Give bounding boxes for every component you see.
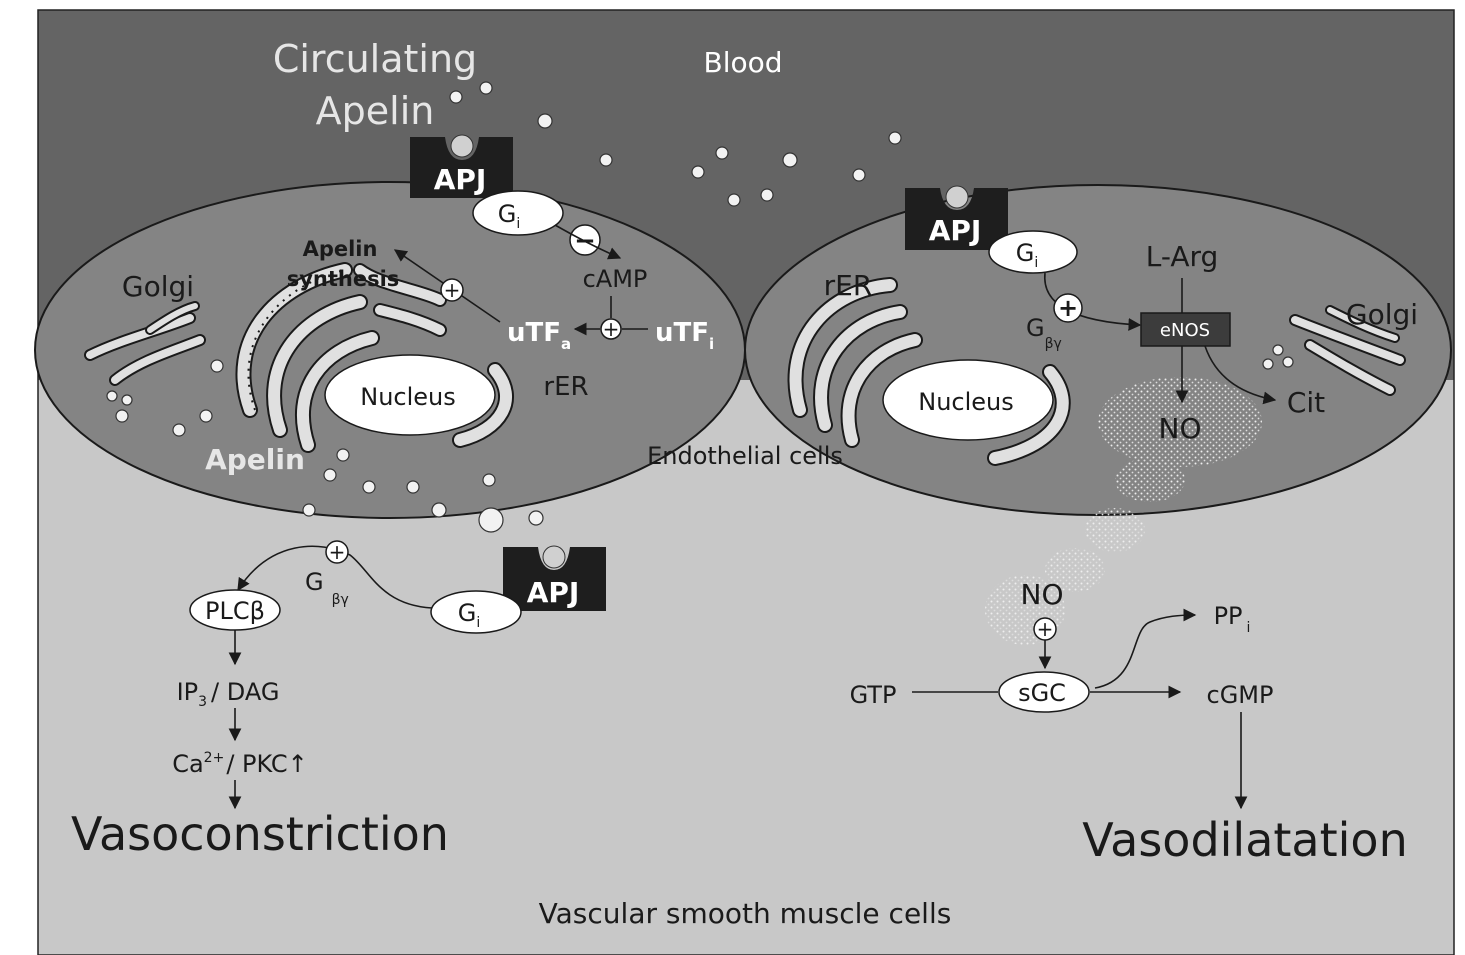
vsmc-plus-circle [325,540,349,564]
left-endothelial-cell [34,181,746,519]
right-gby-plus-circle [1053,293,1083,323]
sgc-label: sGC [1018,679,1066,707]
right-rer-label: rER [824,269,873,302]
vsmc-apj-label: APJ [527,576,580,609]
left-cell-vesicles [106,359,544,533]
vsmc-no-label: NO [1021,578,1064,611]
right-gby-label: Gβγ [1026,314,1062,352]
left-golgi-label: Golgi [122,270,194,303]
left-gi-oval [472,190,564,236]
left-apj-label: APJ [434,163,487,196]
circulating-apelin-vesicles [449,81,902,207]
right-endothelial-cell [744,184,1452,516]
right-rer-shape [787,277,1071,466]
right-golgi-label: Golgi [1346,298,1418,331]
ip3-dag-label: IP3/ DAG [177,678,280,710]
larg-label: L-Arg [1146,240,1219,273]
apelin-synthesis-line1: Apelin [303,237,378,261]
left-apelin-label: Apelin [205,443,305,476]
sgc-plus-sign: + [1037,617,1054,641]
enos-label: eNOS [1160,320,1210,341]
vsmc-plus-sign: + [329,540,346,564]
right-apj-label: APJ [929,214,982,247]
no-diffusion-cloud [985,377,1262,645]
right-nucleus-label: Nucleus [918,388,1014,416]
plcb-label: PLCβ [205,597,265,625]
right-cell-vesicles [1262,344,1294,370]
left-golgi-shape [84,301,206,386]
sgc-oval [998,671,1090,713]
right-gi-oval [988,230,1078,274]
cit-label: Cit [1287,386,1325,419]
left-camp-label: cAMP [583,265,648,293]
right-gby-plus-sign: + [1058,294,1078,322]
vasoconstriction-label: Vasoconstriction [71,807,449,861]
left-nucleus [324,354,496,436]
cgmp-label: cGMP [1207,681,1274,709]
right-apj-receptor [905,185,1008,250]
vasodilatation-label: Vasodilatation [1082,813,1407,867]
apelin-synthesis-line2: synthesis [287,267,400,291]
left-rer-label: rER [543,372,588,402]
circulating-apelin-line2: Apelin [316,89,435,133]
endothelial-no-label: NO [1159,412,1202,445]
circulating-apelin-line1: Circulating [273,37,477,81]
vsmc-apj-receptor [503,545,606,611]
enos-box [1140,312,1231,347]
vsmc-gi-label: Gi [458,599,481,631]
left-synthesis-plus-sign: + [444,278,461,302]
right-nucleus [882,359,1054,441]
blood-label: Blood [703,46,782,79]
left-utf-plus-circle [600,318,622,340]
left-utfa-label: uTFa [507,318,571,353]
left-gi-label: Gi [498,200,521,232]
right-gi-label: Gi [1016,239,1039,271]
left-apj-receptor [410,134,513,198]
left-rer-arc [452,362,514,448]
vsmc-gi-oval [430,590,522,634]
endothelial-cells-label: Endothelial cells [647,442,843,470]
vsmc-label: Vascular smooth muscle cells [539,897,952,930]
gtp-label: GTP [850,681,897,709]
left-minus-circle [569,224,601,256]
left-utfi-label: uTFi [655,318,714,353]
left-rer-shape [235,262,447,453]
ca-pkc-label: Ca2+/ PKC↑ [172,750,308,778]
left-utf-plus-sign: + [603,317,620,341]
left-synthesis-plus-circle [440,278,464,302]
vsmc-gby-label: Gβγ [305,568,349,608]
left-nucleus-label: Nucleus [360,383,456,411]
right-golgi-shape [1289,305,1406,396]
